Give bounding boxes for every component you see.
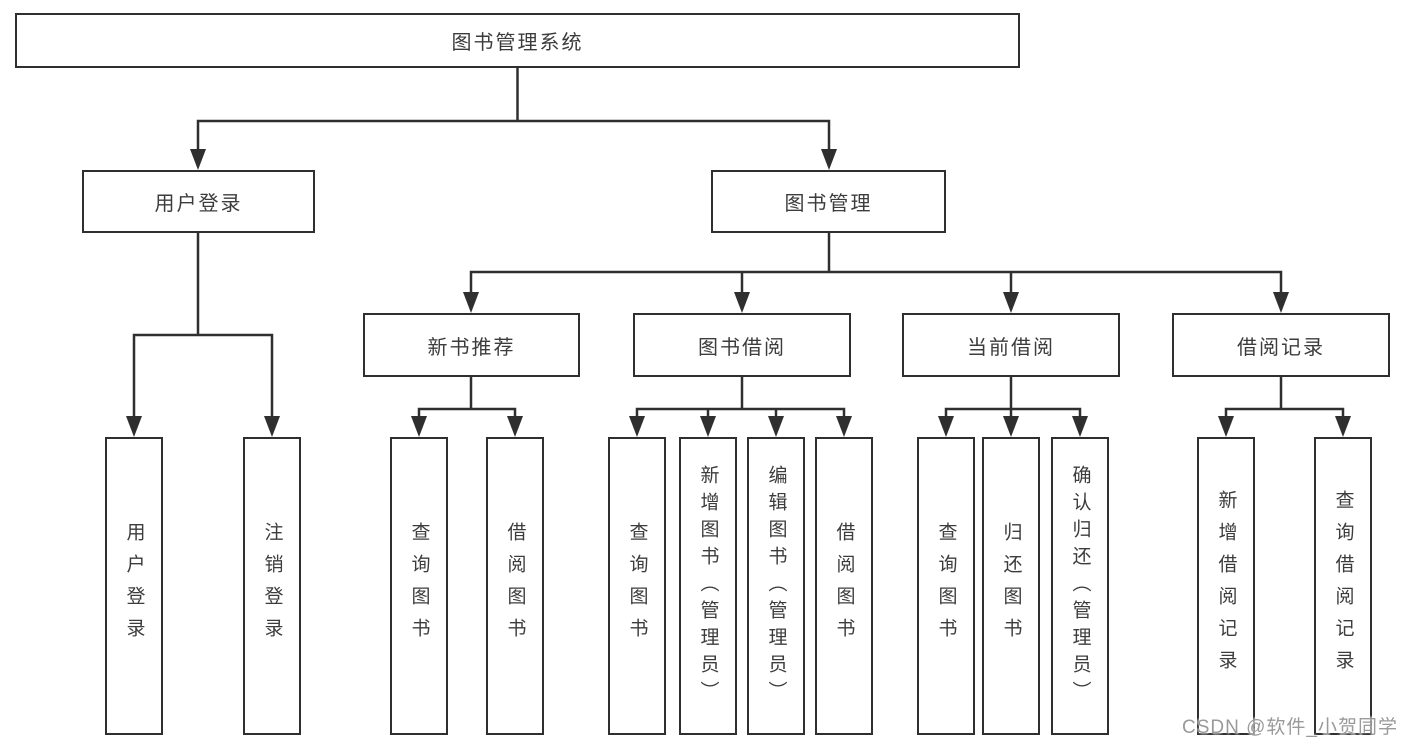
arrowhead-icon [264,416,280,437]
connector [635,407,846,420]
leaf-query-books-borrowing: 查询图书 [608,437,666,735]
arrowhead-icon [629,416,645,437]
connector [944,407,1082,420]
connector [417,407,517,420]
node-book-borrowing: 图书借阅 [633,313,851,377]
leaf-borrow-books: 借阅图书 [815,437,873,735]
connector [132,333,274,420]
node-label: 借阅图书 [833,522,855,650]
node-label: 图书管理 [784,193,873,215]
leaf-borrow-books-recommend: 借阅图书 [486,437,544,735]
node-label: 注销登录 [261,522,283,650]
arrowhead-icon [190,149,206,170]
node-label: 查询图书 [408,522,430,650]
arrowhead-icon [1072,416,1088,437]
connector [1224,407,1345,420]
node-user-login: 用户登录 [82,170,315,233]
node-borrowing-records: 借阅记录 [1172,313,1390,377]
arrowhead-icon [821,149,837,170]
node-label: 查询图书 [626,522,648,650]
node-label: 借阅图书 [504,522,526,650]
node-label: 用户登录 [154,193,243,215]
arrowhead-icon [507,416,523,437]
node-label: 用户登录 [123,522,145,650]
node-label: 图书管理系统 [451,32,584,54]
arrowhead-icon [700,416,716,437]
arrowhead-icon [836,416,852,437]
connector [196,119,831,151]
leaf-add-borrow-record: 新增借阅记录 [1197,437,1255,735]
node-label: 新书推荐 [427,336,516,359]
arrowhead-icon [734,292,750,313]
arrowhead-icon [463,292,479,313]
arrowhead-icon [126,416,142,437]
arrowhead-icon [1003,292,1019,313]
leaf-query-books-current: 查询图书 [917,437,975,735]
node-label: 确认归还（管理员） [1069,464,1091,708]
leaf-query-books-recommend: 查询图书 [390,437,448,735]
connector [469,270,1283,296]
node-label: 借阅记录 [1237,336,1325,359]
leaf-logout: 注销登录 [243,437,301,735]
arrowhead-icon [1335,416,1351,437]
arrowhead-icon [938,416,954,437]
arrowhead-icon [1003,416,1019,437]
arrowhead-icon [1218,416,1234,437]
node-label: 新增借阅记录 [1215,490,1237,682]
csdn-watermark: CSDN @软件_小贺同学 [1182,717,1398,738]
arrowhead-icon [1273,292,1289,313]
node-label: 新增图书（管理员） [697,464,719,708]
leaf-query-borrow-record: 查询借阅记录 [1314,437,1372,735]
node-new-book-recommend: 新书推荐 [363,313,580,377]
node-label: 查询图书 [935,522,957,650]
node-label: 归还图书 [1000,522,1022,650]
leaf-user-login: 用户登录 [105,437,163,735]
leaf-edit-books-admin: 编辑图书（管理员） [747,437,805,735]
leaf-confirm-return-admin: 确认归还（管理员） [1051,437,1109,735]
node-label: 查询借阅记录 [1332,490,1354,682]
node-label: 当前借阅 [967,336,1055,359]
leaf-add-books-admin: 新增图书（管理员） [679,437,737,735]
leaf-return-books: 归还图书 [982,437,1040,735]
node-label: 编辑图书（管理员） [765,464,787,708]
arrowhead-icon [768,416,784,437]
node-label: 图书借阅 [698,336,786,359]
node-current-borrowing: 当前借阅 [902,313,1120,377]
node-book-management: 图书管理 [711,170,946,233]
arrowhead-icon [411,416,427,437]
node-root-system: 图书管理系统 [15,13,1020,68]
